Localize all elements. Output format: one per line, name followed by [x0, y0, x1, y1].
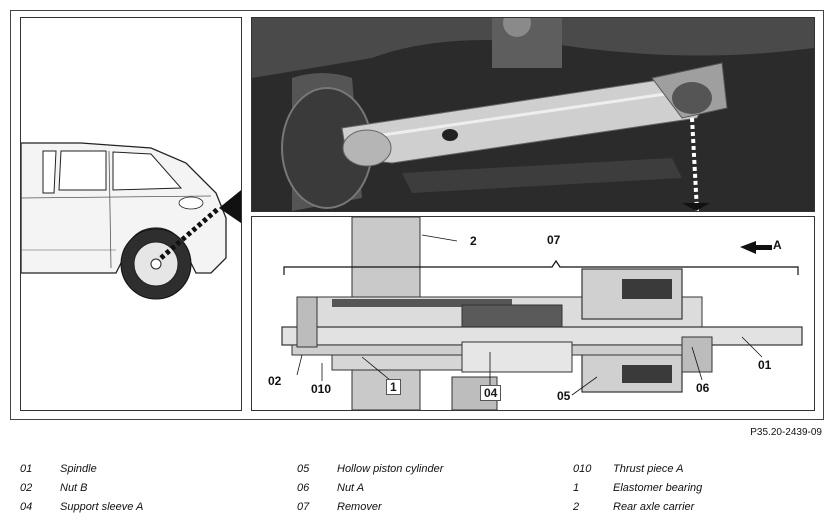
callout-07: 07 [547, 233, 561, 247]
figure-reference: P35.20-2439-09 [750, 427, 822, 438]
vehicle-view-panel [20, 17, 242, 411]
legend-label: Hollow piston cylinder [337, 463, 444, 475]
callout-arrow-a: A [773, 238, 782, 252]
callout-010: 010 [311, 382, 332, 396]
legend-label: Spindle [60, 463, 97, 475]
tool-cross-section [281, 217, 803, 410]
callout-06: 06 [696, 381, 710, 395]
rear-axle-photo [252, 18, 814, 211]
legend-label: Thrust piece A [613, 463, 684, 475]
legend-label: Support sleeve A [60, 501, 144, 513]
legend-code: 1 [573, 482, 580, 494]
callout-01: 01 [758, 358, 772, 372]
legend-code: 01 [20, 463, 33, 475]
legend-code: 02 [20, 482, 33, 494]
legend-code: 04 [20, 501, 33, 513]
legend-label: Elastomer bearing [613, 482, 703, 494]
legend-code: 2 [573, 501, 580, 513]
legend-code: 07 [297, 501, 310, 513]
figure-frame [10, 10, 824, 420]
legend-label: Remover [337, 501, 382, 513]
legend-code: 05 [297, 463, 310, 475]
callout-04: 04 [480, 385, 502, 401]
callout-02: 02 [268, 374, 282, 388]
axle-photo-panel [251, 17, 815, 212]
callout-1: 1 [386, 379, 401, 395]
legend-label: Nut A [337, 482, 365, 494]
callout-2: 2 [470, 234, 477, 248]
legend-code: 010 [573, 463, 592, 475]
vehicle-illustration [21, 142, 241, 300]
legend-label: Nut B [60, 482, 88, 494]
tool-section-panel [251, 216, 815, 411]
callout-05: 05 [557, 389, 571, 403]
legend-label: Rear axle carrier [613, 501, 695, 513]
legend-code: 06 [297, 482, 310, 494]
